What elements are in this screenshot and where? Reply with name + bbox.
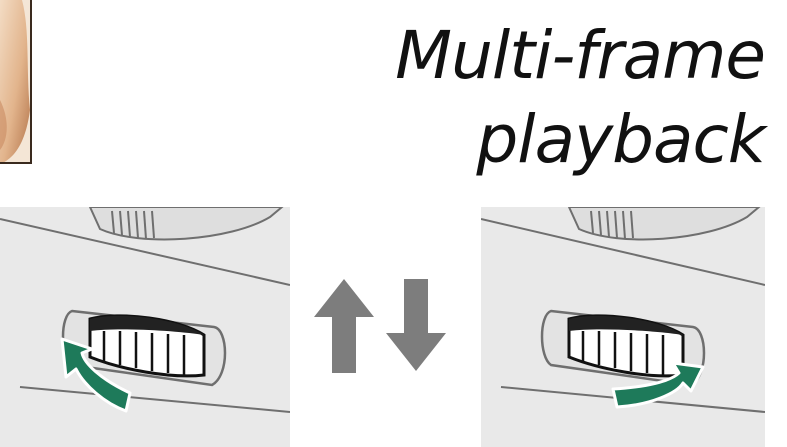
up-arrow-icon: [314, 279, 374, 373]
rotate-left-arrow-icon: [60, 337, 132, 413]
camera-panel-right: [481, 207, 765, 447]
title-line-2: playback: [476, 101, 766, 178]
down-arrow-icon: [386, 279, 446, 371]
scroll-direction-arrows: [314, 279, 446, 373]
page-title: Multi-frame playback: [395, 14, 766, 182]
title-line-1: Multi-frame: [395, 17, 766, 94]
rear-command-dial-illustration-left: [0, 207, 290, 413]
photo-thumbnail-image: [0, 0, 30, 162]
photo-thumbnail: [0, 0, 32, 164]
camera-panel-left: [0, 207, 290, 447]
rotate-right-arrow-icon: [611, 361, 705, 409]
rear-command-dial-illustration-right: [481, 207, 765, 413]
